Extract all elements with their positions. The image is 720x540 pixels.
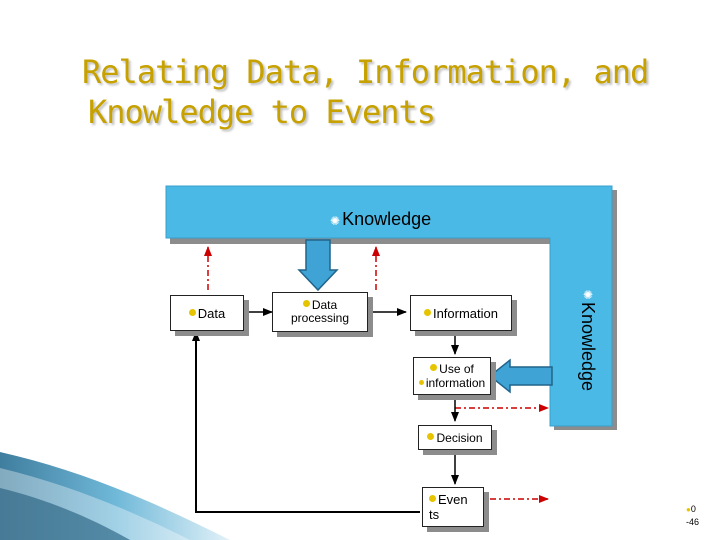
data-processing-node: Data processing bbox=[272, 292, 368, 332]
bullet-dot-icon bbox=[189, 309, 196, 316]
star-bullet-icon: ✺ bbox=[330, 214, 340, 228]
information-node: Information bbox=[410, 295, 512, 331]
knowledge-side-label: ✺Knowledge bbox=[574, 288, 598, 391]
use-of-information-node: Use of information bbox=[413, 357, 491, 395]
events-node: Even ts bbox=[422, 487, 484, 527]
bullet-dot-icon bbox=[303, 300, 310, 307]
bullet-dot-icon bbox=[419, 380, 424, 385]
star-bullet-icon: ✺ bbox=[581, 288, 595, 302]
bullet-dot-icon bbox=[427, 433, 434, 440]
bullet-dot-icon bbox=[430, 364, 437, 371]
knowledge-left-arrow bbox=[490, 360, 552, 392]
events-to-data-arrow bbox=[196, 332, 420, 512]
bullet-dot-icon bbox=[429, 495, 436, 502]
bullet-dot-icon bbox=[424, 309, 431, 316]
knowledge-bar-label: ✺Knowledge bbox=[330, 209, 431, 230]
data-node: Data bbox=[170, 295, 244, 331]
knowledge-down-arrow bbox=[299, 240, 337, 290]
decision-node: Decision bbox=[418, 425, 492, 450]
slide-number: ●0 -46 bbox=[686, 503, 699, 528]
